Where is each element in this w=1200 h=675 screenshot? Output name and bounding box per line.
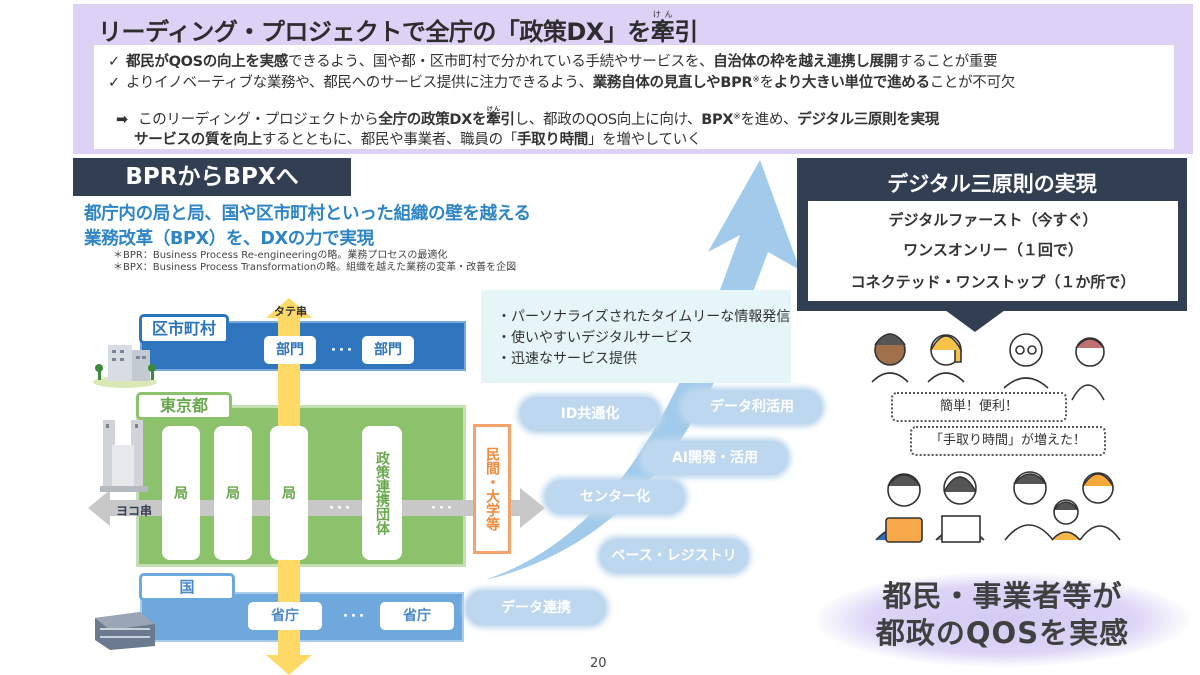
- banner-content: ✓都民がQOSの向上を実感できるよう、国や都・区市町村で分かれている手続やサービ…: [94, 45, 1174, 149]
- principle-item: コネクテッド・ワンストップ（１か所で）: [850, 273, 1136, 291]
- initiative-pill: AI開発・活用: [642, 441, 788, 475]
- horizontal-label: ヨコ串: [116, 504, 153, 518]
- principle-item: デジタルファースト（今すぐ）: [888, 211, 1098, 229]
- city-hall-icon: [93, 345, 157, 388]
- growth-arrow: [485, 160, 800, 580]
- policy-org-box: 政策連携団体: [362, 426, 402, 560]
- ellipsis: ･･･: [430, 501, 454, 517]
- speech-bubble: 簡単！便利！: [891, 392, 1067, 422]
- bpx-subtitle: 都庁内の局と局、国や区市町村といった組織の壁を越える業務改革（BPX）を、DXの…: [84, 204, 531, 249]
- outcome-glow: [815, 572, 1190, 667]
- page-title: リーディング・プロジェクトで全庁の「政策DX」を牽けん引: [98, 10, 698, 46]
- benefit-item: ・迅速なサービス提供: [497, 351, 637, 367]
- benefit-item: ・使いやすいデジタルサービス: [497, 330, 693, 346]
- benefits-box: ・パーソナライズされたタイムリーな情報発信 ・使いやすいデジタルサービス ・迅速…: [481, 290, 791, 383]
- tokyo-government-building-icon: [100, 420, 148, 492]
- agency-box: 省庁: [380, 602, 454, 630]
- conclusion-line-1: ➡このリーディング・プロジェクトから全庁の政策DXを牽けん引し、都政のQOS向上…: [116, 106, 939, 128]
- bpx-section-header: BPRからBPXへ: [73, 158, 351, 196]
- arrow-right-icon: ➡: [116, 112, 128, 128]
- check-icon: ✓: [108, 75, 120, 91]
- initiative-pill: ベース・レジストリ: [600, 539, 748, 573]
- national-government-building-icon: [95, 612, 155, 650]
- point-1: ✓都民がQOSの向上を実感できるよう、国や都・区市町村で分かれている手続やサービ…: [108, 54, 998, 70]
- agency-box: 省庁: [248, 602, 322, 630]
- principles-pointer: [945, 310, 1005, 332]
- bureau-box: 局: [270, 426, 308, 560]
- conclusion-line-2: サービスの質を向上するとともに、都民や事業者、職員の「手取り時間」を増やしていく: [134, 132, 702, 148]
- initiative-pill: データ連携: [466, 591, 606, 625]
- initiative-pill: ID共通化: [520, 397, 660, 431]
- speech-bubble: 「手取り時間」が増えた！: [910, 426, 1106, 456]
- dept-box: 部門: [362, 336, 414, 364]
- initiative-pill: データ利活用: [682, 390, 822, 424]
- ellipsis: ･･･: [328, 501, 352, 517]
- tokyo-label: 東京都: [136, 392, 232, 420]
- outcome-text: 都民・事業者等が都政のQOSを実感: [875, 579, 1130, 650]
- check-icon: ✓: [108, 54, 120, 70]
- principles-box: デジタルファースト（今すぐ） ワンスオンリー（１回で） コネクテッド・ワンストッ…: [808, 201, 1178, 301]
- dept-box: 部門: [264, 336, 316, 364]
- city-label: 区市町村: [139, 314, 229, 344]
- private-sector-box: 民間・大学等: [473, 424, 511, 554]
- bureau-box: 局: [162, 426, 200, 560]
- vertical-label: タテ串: [274, 305, 307, 318]
- point-2: ✓よりイノベーティブな業務や、都民へのサービス提供に注力できるよう、業務自体の見…: [108, 75, 1015, 91]
- nation-label: 国: [139, 573, 235, 601]
- page-number: 20: [590, 656, 607, 671]
- principle-item: ワンスオンリー（１回で）: [903, 241, 1083, 259]
- footnotes: ＊BPR：Business Process Re-engineeringの略。業…: [113, 250, 517, 273]
- ellipsis: ･･･: [330, 343, 354, 359]
- initiative-pill: センター化: [545, 480, 685, 514]
- bureau-box: 局: [214, 426, 252, 560]
- benefit-item: ・パーソナライズされたタイムリーな情報発信: [497, 309, 791, 325]
- ellipsis: ･･･: [342, 609, 366, 625]
- top-banner: リーディング・プロジェクトで全庁の「政策DX」を牽けん引 ✓都民がQOSの向上を…: [73, 4, 1193, 154]
